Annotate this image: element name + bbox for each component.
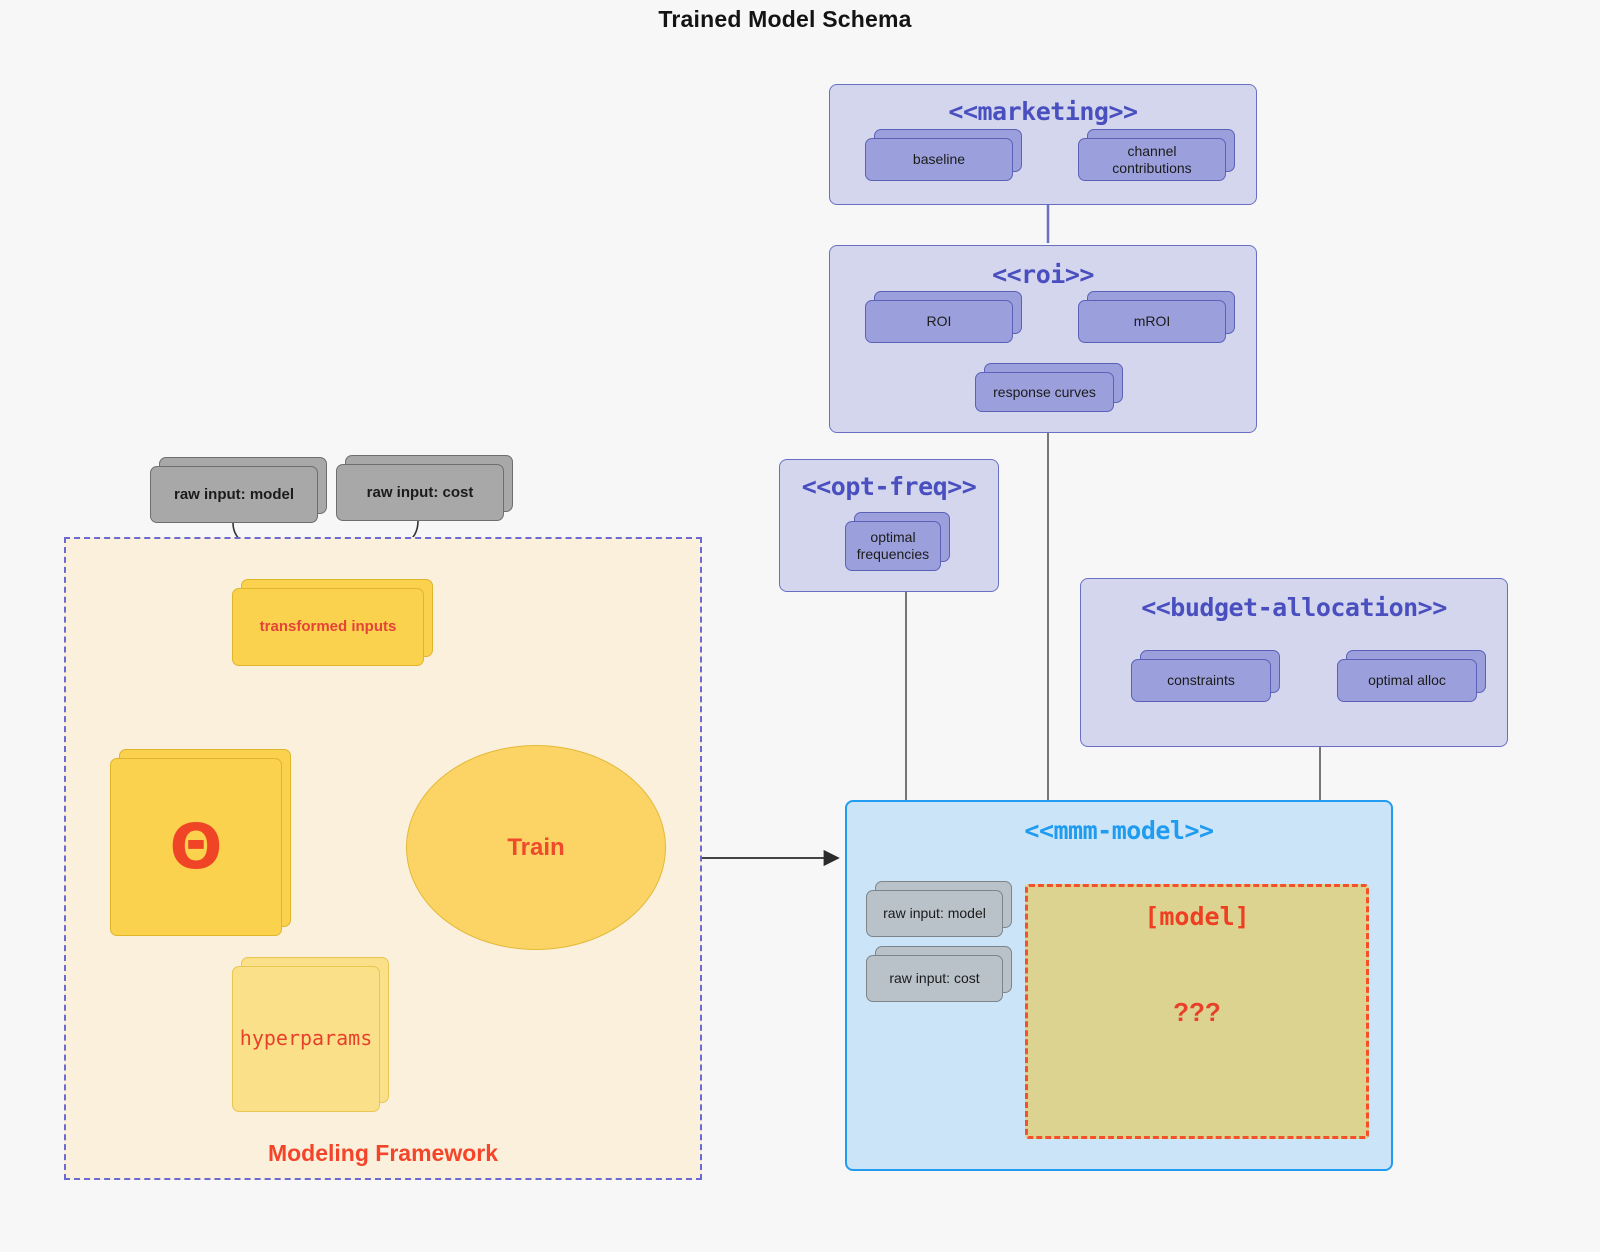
transformed-inputs-node[interactable]: transformed inputs: [232, 579, 433, 666]
stack-face: [110, 758, 282, 936]
mroi-label: mROI: [1133, 313, 1171, 330]
baseline-label: baseline: [912, 151, 966, 168]
modeling-framework-label: Modeling Framework: [267, 1140, 499, 1166]
optimal-frequencies-label: optimal frequencies: [849, 529, 937, 562]
train-label: Train: [507, 833, 565, 861]
stack-face: [232, 588, 424, 666]
stack-face: [1337, 659, 1477, 702]
roi-node[interactable]: ROI: [865, 291, 1022, 343]
stack-face: [865, 138, 1013, 181]
package-budget-allocation-stereotype: <<budget-allocation>>: [1141, 593, 1447, 622]
stack-face: [1131, 659, 1271, 702]
stack-face: [336, 464, 504, 521]
stack-face: [866, 890, 1003, 937]
mmm-raw-input-model-node[interactable]: raw input: model: [866, 881, 1012, 937]
stack-face: [1078, 300, 1226, 343]
package-opt-freq-stereotype: <<opt-freq>>: [801, 472, 977, 501]
stack-face: [866, 955, 1003, 1002]
roi-label: ROI: [926, 313, 952, 330]
theta-symbol: Θ: [169, 810, 223, 883]
optimal-frequencies-line2: frequencies: [856, 546, 930, 562]
optimal-alloc-label: optimal alloc: [1368, 672, 1446, 689]
package-roi-stereotype: <<roi>>: [992, 260, 1094, 289]
baseline-node[interactable]: baseline: [865, 129, 1022, 181]
theta-node[interactable]: Θ: [110, 749, 291, 936]
model-placeholder-box[interactable]: [model] ???: [1025, 884, 1369, 1139]
constraints-label: constraints: [1167, 672, 1235, 689]
stack-face: [150, 466, 318, 523]
stack-face: [865, 300, 1013, 343]
package-marketing-stereotype: <<marketing>>: [948, 97, 1138, 126]
channel-contributions-label: channel contributions: [1112, 142, 1192, 176]
raw-input-model-node[interactable]: raw input: model: [150, 457, 327, 523]
stack-face: [1078, 138, 1226, 181]
package-mmm-model-stereotype: <<mmm-model>>: [1024, 816, 1214, 845]
response-curves-node[interactable]: response curves: [975, 363, 1123, 412]
channel-contributions-node[interactable]: channel contributions: [1078, 129, 1235, 181]
optimal-frequencies-node[interactable]: optimal frequencies: [845, 512, 950, 571]
train-node[interactable]: Train: [406, 745, 666, 950]
mmm-raw-input-cost-label: raw input: cost: [889, 970, 980, 987]
optimal-frequencies-line1: optimal: [870, 529, 916, 546]
model-placeholder-unknown: ???: [1173, 997, 1221, 1027]
mroi-node[interactable]: mROI: [1078, 291, 1235, 343]
model-placeholder-title: [model]: [1144, 902, 1250, 931]
mmm-raw-input-model-label: raw input: model: [883, 905, 986, 922]
raw-input-cost-node[interactable]: raw input: cost: [336, 455, 513, 521]
stack-face: [845, 521, 941, 571]
response-curves-label: response curves: [993, 383, 1096, 400]
constraints-node[interactable]: constraints: [1131, 650, 1280, 702]
stack-face: [232, 966, 380, 1112]
transformed-inputs-label: transformed inputs: [259, 618, 397, 636]
raw-input-model-label: raw input: model: [174, 485, 294, 503]
page-title: Trained Model Schema: [658, 6, 912, 32]
raw-input-cost-label: raw input: cost: [366, 483, 474, 501]
mmm-raw-input-cost-node[interactable]: raw input: cost: [866, 946, 1012, 1002]
stack-face: [975, 372, 1114, 412]
hyperparams-node[interactable]: hyperparams: [232, 957, 389, 1112]
optimal-alloc-node[interactable]: optimal alloc: [1337, 650, 1486, 702]
hyperparams-label: hyperparams: [239, 1026, 373, 1051]
